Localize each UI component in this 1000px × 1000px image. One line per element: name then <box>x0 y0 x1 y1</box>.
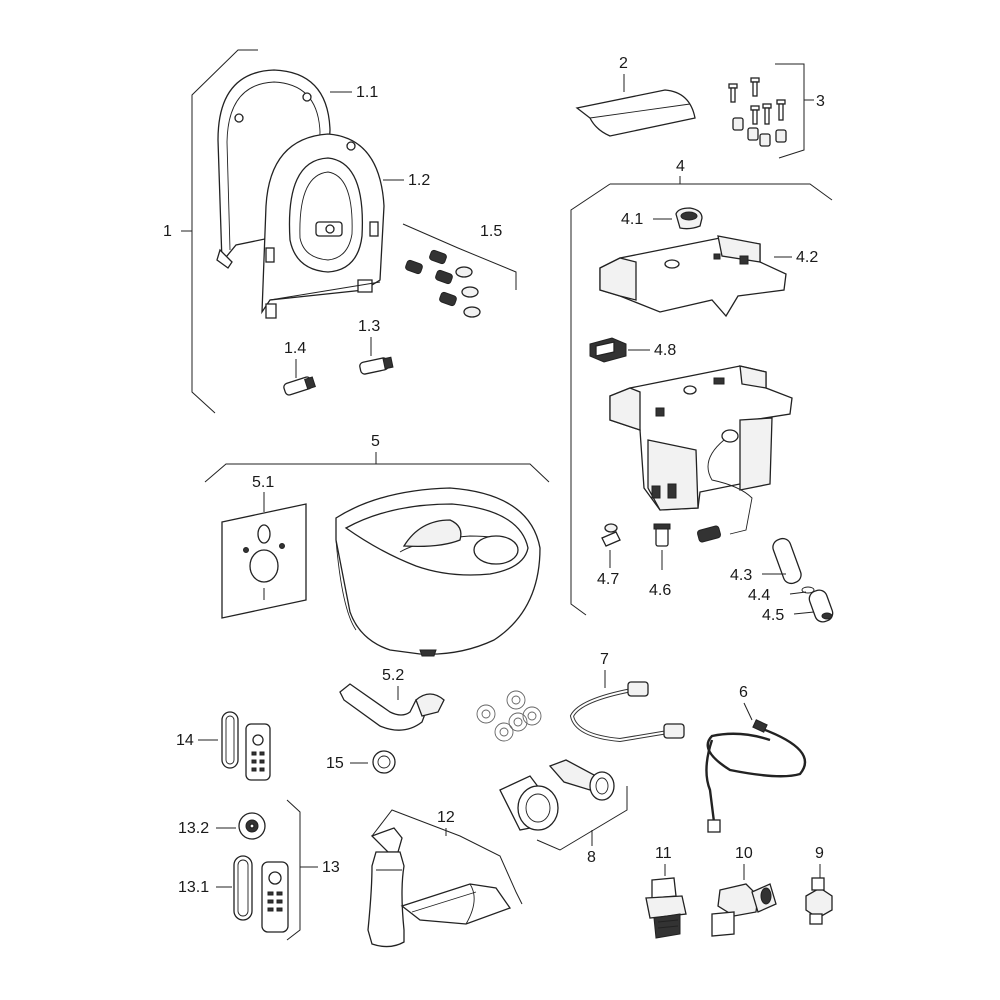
part-8-drain-connector <box>499 759 615 831</box>
part-5-1-insulation-mat <box>221 503 307 619</box>
label-2: 2 <box>619 55 628 72</box>
label-8: 8 <box>587 849 596 866</box>
part-4-fitting <box>696 525 722 543</box>
label-4-6: 4.6 <box>649 582 671 599</box>
part-4-6-filter <box>653 523 671 547</box>
group-5-wc-bowl: 5 5.1 5.2 <box>204 433 550 742</box>
label-7: 7 <box>600 651 609 668</box>
group-4-shower-module: 4 4.1 4.2 4.8 <box>570 158 834 624</box>
label-14: 14 <box>176 732 194 749</box>
group-1-seat-and-lid: 1 1.1 1.2 1.5 <box>163 49 517 414</box>
label-4-8: 4.8 <box>654 342 676 359</box>
part-15-knob <box>372 750 396 774</box>
part-4-8-connector <box>589 337 627 363</box>
label-4-2: 4.2 <box>796 249 818 266</box>
part-11-valve-adapter <box>645 877 687 939</box>
label-9: 9 <box>815 845 824 862</box>
part-3-screw-set <box>728 77 787 147</box>
part-1-5-buffer-set <box>405 249 481 318</box>
part-12-cleaning-cloth <box>400 883 512 925</box>
label-13-2: 13.2 <box>178 820 209 837</box>
part-1-3-hinge-pin <box>359 356 394 375</box>
label-4-7: 4.7 <box>597 571 619 588</box>
label-13: 13 <box>322 859 340 876</box>
part-13-1-remote-holder <box>233 855 253 921</box>
part-6-power-cable <box>705 719 806 833</box>
part-14-remote-control <box>245 723 271 781</box>
label-11: 11 <box>655 845 672 862</box>
label-1-4: 1.4 <box>284 340 306 357</box>
label-4: 4 <box>676 158 685 175</box>
label-4-4: 4.4 <box>748 587 770 604</box>
part-12-spray-bottle <box>367 827 405 948</box>
label-5-2: 5.2 <box>382 667 404 684</box>
part-5-washer-set <box>476 690 542 742</box>
part-14-remote-holder <box>221 711 239 769</box>
part-4-2-top-housing <box>599 235 787 318</box>
part-5-bowl-ceramic <box>335 487 541 657</box>
part-4-7-valve-cap <box>601 523 621 547</box>
label-15: 15 <box>326 755 344 772</box>
label-4-1: 4.1 <box>621 211 643 228</box>
part-9-nipple <box>805 877 833 925</box>
label-1-1: 1.1 <box>356 84 378 101</box>
label-1-3: 1.3 <box>358 318 380 335</box>
part-4-1-cap <box>675 207 703 230</box>
label-6: 6 <box>739 684 748 701</box>
label-5: 5 <box>371 433 380 450</box>
label-4-5: 4.5 <box>762 607 784 624</box>
part-4-module-body <box>609 365 793 535</box>
part-1-4-hinge-pin <box>283 376 316 396</box>
label-3: 3 <box>816 93 825 110</box>
part-5-2-flush-elbow <box>339 683 445 731</box>
label-12: 12 <box>437 809 455 826</box>
part-13-remote-control <box>261 861 289 933</box>
label-5-1: 5.1 <box>252 474 274 491</box>
part-4-5-nozzle <box>808 589 834 623</box>
label-4-3: 4.3 <box>730 567 752 584</box>
part-10-tee-fitting <box>711 883 777 937</box>
part-1-2-seat-ring <box>261 133 385 319</box>
label-13-1: 13.1 <box>178 879 209 896</box>
label-1-5: 1.5 <box>480 223 502 240</box>
part-2-cover-plate <box>575 89 696 137</box>
part-7-connection-hose <box>569 681 685 743</box>
label-1: 1 <box>163 223 172 240</box>
part-4-3-tube <box>772 537 802 585</box>
part-13-2-wall-mount <box>238 812 266 840</box>
label-1-2: 1.2 <box>408 172 430 189</box>
part-4-4-ring <box>801 586 815 594</box>
label-10: 10 <box>735 845 753 862</box>
